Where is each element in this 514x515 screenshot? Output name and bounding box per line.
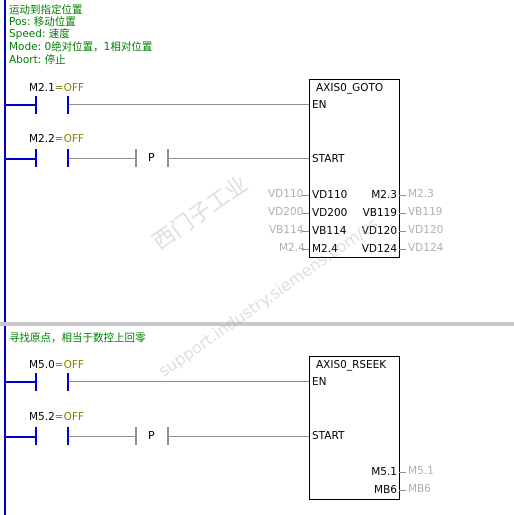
- wire: [6, 436, 35, 438]
- param-tick: [399, 231, 406, 232]
- power-rail-network-2: [4, 326, 6, 515]
- power-rail-network-1: [4, 0, 6, 322]
- contact-m5-2[interactable]: [35, 427, 69, 445]
- output-pin: MB6: [374, 484, 397, 496]
- comment-line: Mode: 0绝对位置，1相对位置: [9, 41, 153, 53]
- contact-label-m2-2: M2.2=OFF: [29, 133, 84, 145]
- input-pin: VD110: [312, 189, 348, 201]
- param-tick: [399, 249, 406, 250]
- param-tick: [302, 213, 309, 214]
- wire: [6, 381, 35, 383]
- param-tick: [302, 249, 309, 250]
- wire: [6, 104, 35, 106]
- comment-line: Speed: 速度: [9, 28, 70, 40]
- positive-edge-contact[interactable]: [135, 427, 169, 445]
- positive-edge-label: P: [148, 429, 155, 442]
- wire: [69, 436, 135, 437]
- param-tick: [302, 195, 309, 196]
- block-title: AXIS0_GOTO: [316, 82, 384, 94]
- input-pin: M2.4: [312, 243, 338, 255]
- input-param-value[interactable]: M2.4: [279, 242, 305, 254]
- param-tick: [302, 231, 309, 232]
- positive-edge-contact[interactable]: [135, 149, 169, 167]
- contact-m2-1[interactable]: [35, 96, 69, 114]
- input-param-value[interactable]: VD110: [268, 188, 304, 200]
- contact-label-m5-0: M5.0=OFF: [29, 359, 84, 371]
- input-param-value[interactable]: VD200: [268, 206, 304, 218]
- output-param-value[interactable]: VD124: [408, 242, 444, 254]
- contact-m5-0[interactable]: [35, 373, 69, 391]
- function-block-axis0-rseek[interactable]: AXIS0_RSEEK EN START M5.1 MB6: [309, 356, 400, 500]
- network-separator: [0, 322, 514, 326]
- wire: [69, 104, 309, 105]
- output-pin: M5.1: [371, 466, 397, 478]
- block-title: AXIS0_RSEEK: [316, 359, 387, 371]
- watermark: 西门子工业: [148, 171, 253, 256]
- input-param-value[interactable]: VB114: [269, 224, 304, 236]
- wire: [69, 381, 309, 382]
- output-param-value[interactable]: VD120: [408, 224, 444, 236]
- wire: [69, 158, 135, 159]
- wire: [169, 158, 309, 159]
- pin-en: EN: [312, 376, 327, 388]
- output-param-value[interactable]: M5.1: [408, 465, 434, 477]
- wire: [169, 436, 309, 437]
- param-tick: [399, 472, 406, 473]
- output-param-value[interactable]: VB119: [408, 206, 443, 218]
- output-pin: VB119: [362, 207, 397, 219]
- pin-en: EN: [312, 99, 327, 111]
- param-tick: [399, 490, 406, 491]
- comment-line: 寻找原点，相当于数控上回零: [9, 332, 146, 344]
- output-pin: M2.3: [371, 189, 397, 201]
- function-block-axis0-goto[interactable]: AXIS0_GOTO EN START VD110 VD200 VB114 M2…: [309, 79, 400, 258]
- output-pin: VD124: [361, 243, 397, 255]
- contact-m2-2[interactable]: [35, 149, 69, 167]
- comment-line: 运动到指定位置: [9, 4, 83, 16]
- output-param-value[interactable]: M2.3: [408, 188, 434, 200]
- pin-start: START: [312, 153, 345, 165]
- param-tick: [399, 195, 406, 196]
- output-pin: VD120: [361, 225, 397, 237]
- contact-label-m5-2: M5.2=OFF: [29, 411, 84, 423]
- pin-start: START: [312, 430, 345, 442]
- input-pin: VB114: [312, 225, 347, 237]
- input-pin: VD200: [312, 207, 348, 219]
- contact-label-m2-1: M2.1=OFF: [29, 82, 84, 94]
- comment-line: Pos: 移动位置: [9, 16, 76, 28]
- output-param-value[interactable]: MB6: [408, 483, 431, 495]
- comment-line: Abort: 停止: [9, 54, 66, 66]
- positive-edge-label: P: [148, 151, 155, 164]
- wire: [6, 158, 35, 160]
- param-tick: [399, 213, 406, 214]
